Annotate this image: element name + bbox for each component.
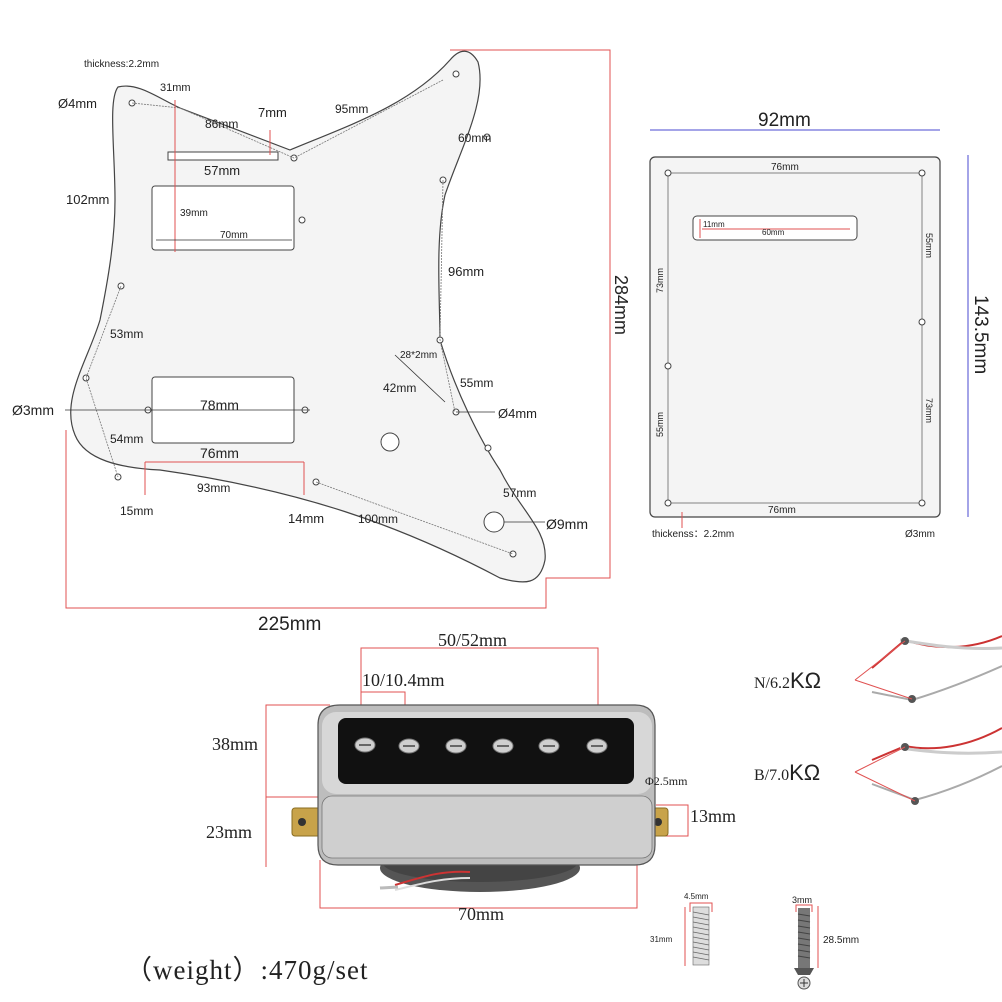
backplate-hole: Ø3mm bbox=[905, 529, 935, 540]
screw bbox=[794, 908, 814, 990]
dim-53mm: 53mm bbox=[110, 327, 143, 341]
dim-15mm: 15mm bbox=[120, 504, 153, 518]
screw-dim-lines bbox=[795, 904, 819, 968]
pickup-length-label: 70mm bbox=[458, 904, 504, 924]
pickguard-center-lines bbox=[65, 239, 545, 523]
backplate-height-label: 143.5mm bbox=[970, 295, 991, 374]
backplate-inner-width: 76mm bbox=[771, 162, 799, 173]
neck-slot bbox=[167, 151, 279, 161]
backplate-right-73: 73mm bbox=[924, 398, 934, 423]
pickguard-dimension-lines bbox=[85, 79, 514, 555]
weight-label: （weight）:470g/set bbox=[125, 955, 369, 985]
backplate-bottom-76: 76mm bbox=[768, 505, 796, 516]
neck-wiring bbox=[854, 635, 1002, 703]
pickup-cover bbox=[317, 704, 656, 866]
backplate-slot-width: 60mm bbox=[762, 228, 785, 237]
dim-42mm: 42mm bbox=[383, 381, 416, 395]
dim-39mm: 39mm bbox=[180, 208, 208, 219]
dim-hole-4mm-side: Ø4mm bbox=[498, 406, 537, 421]
pickup-pole-slots bbox=[359, 744, 603, 747]
screw-height-label: 28.5mm bbox=[823, 935, 859, 946]
backplate-left-55: 55mm bbox=[655, 412, 665, 437]
pickup-height-23: 23mm bbox=[206, 822, 252, 842]
dim-76mm-bottom: 76mm bbox=[200, 445, 239, 461]
neck-resistance-label: N/6.2KΩ bbox=[754, 668, 821, 693]
dim-93mm: 93mm bbox=[197, 481, 230, 495]
dim-55mm: 55mm bbox=[460, 376, 493, 390]
backplate-red-lines bbox=[681, 219, 850, 528]
dim-14mm: 14mm bbox=[288, 511, 324, 526]
pickguard-outline bbox=[70, 50, 546, 583]
backplate-slot-height: 11mm bbox=[703, 220, 725, 229]
dim-78mm: 78mm bbox=[200, 397, 239, 413]
dim-100mm: 100mm bbox=[358, 512, 398, 526]
dim-96mm: 96mm bbox=[448, 264, 484, 279]
dim-70mm: 70mm bbox=[220, 230, 248, 241]
dim-hole-4mm-top: Ø4mm bbox=[58, 96, 97, 111]
dim-225mm: 225mm bbox=[258, 614, 321, 635]
dim-95mm: 95mm bbox=[335, 102, 368, 116]
bridge-resistance-label: B/7.0KΩ bbox=[754, 760, 820, 785]
humbucker-cutout-neck bbox=[151, 185, 295, 251]
dim-86mm: 86mm bbox=[205, 117, 238, 131]
dim-hole-3mm: Ø3mm bbox=[12, 402, 54, 418]
spring-width-label: 4.5mm bbox=[684, 892, 709, 901]
backplate-screw-holes bbox=[664, 169, 926, 507]
pickup-spacing-label: 50/52mm bbox=[438, 630, 507, 650]
dim-31mm: 31mm bbox=[160, 82, 191, 94]
spring-dim-lines bbox=[684, 902, 713, 966]
spring-height-label: 31mm bbox=[650, 935, 673, 944]
dim-60mm: 60mm bbox=[458, 131, 491, 145]
dim-284mm: 284mm bbox=[611, 275, 631, 335]
backplate-left-73: 73mm bbox=[655, 268, 665, 293]
pickup-tab-label: 13mm bbox=[690, 806, 736, 826]
pickguard-thickness-label: thickness:2.2mm bbox=[84, 59, 159, 70]
pickup-height-38: 38mm bbox=[212, 734, 258, 754]
dim-57mm-bottom: 57mm bbox=[503, 486, 536, 500]
dim-7mm: 7mm bbox=[258, 105, 287, 120]
pickup-lead-wires bbox=[379, 870, 471, 891]
spring bbox=[692, 906, 710, 966]
pickup-pole-label: 10/10.4mm bbox=[362, 670, 445, 690]
backplate-width-label: 92mm bbox=[758, 110, 811, 131]
dim-hole-9mm: Ø9mm bbox=[546, 516, 588, 532]
bridge-wiring bbox=[854, 727, 1002, 805]
backplate bbox=[649, 156, 941, 518]
backplate-thickness: thickenss：2.2mm bbox=[652, 529, 734, 540]
backplate-right-55: 55mm bbox=[924, 233, 934, 258]
screw-width-label: 3mm bbox=[792, 895, 812, 905]
dim-54mm: 54mm bbox=[110, 432, 143, 446]
dim-102mm: 102mm bbox=[66, 192, 109, 207]
dim-57mm-top: 57mm bbox=[204, 163, 240, 178]
dim-28x2mm: 28*2mm bbox=[400, 350, 437, 361]
pickguard-red-lines bbox=[65, 49, 611, 609]
pickup-hole-label: Φ2.5mm bbox=[645, 774, 688, 788]
